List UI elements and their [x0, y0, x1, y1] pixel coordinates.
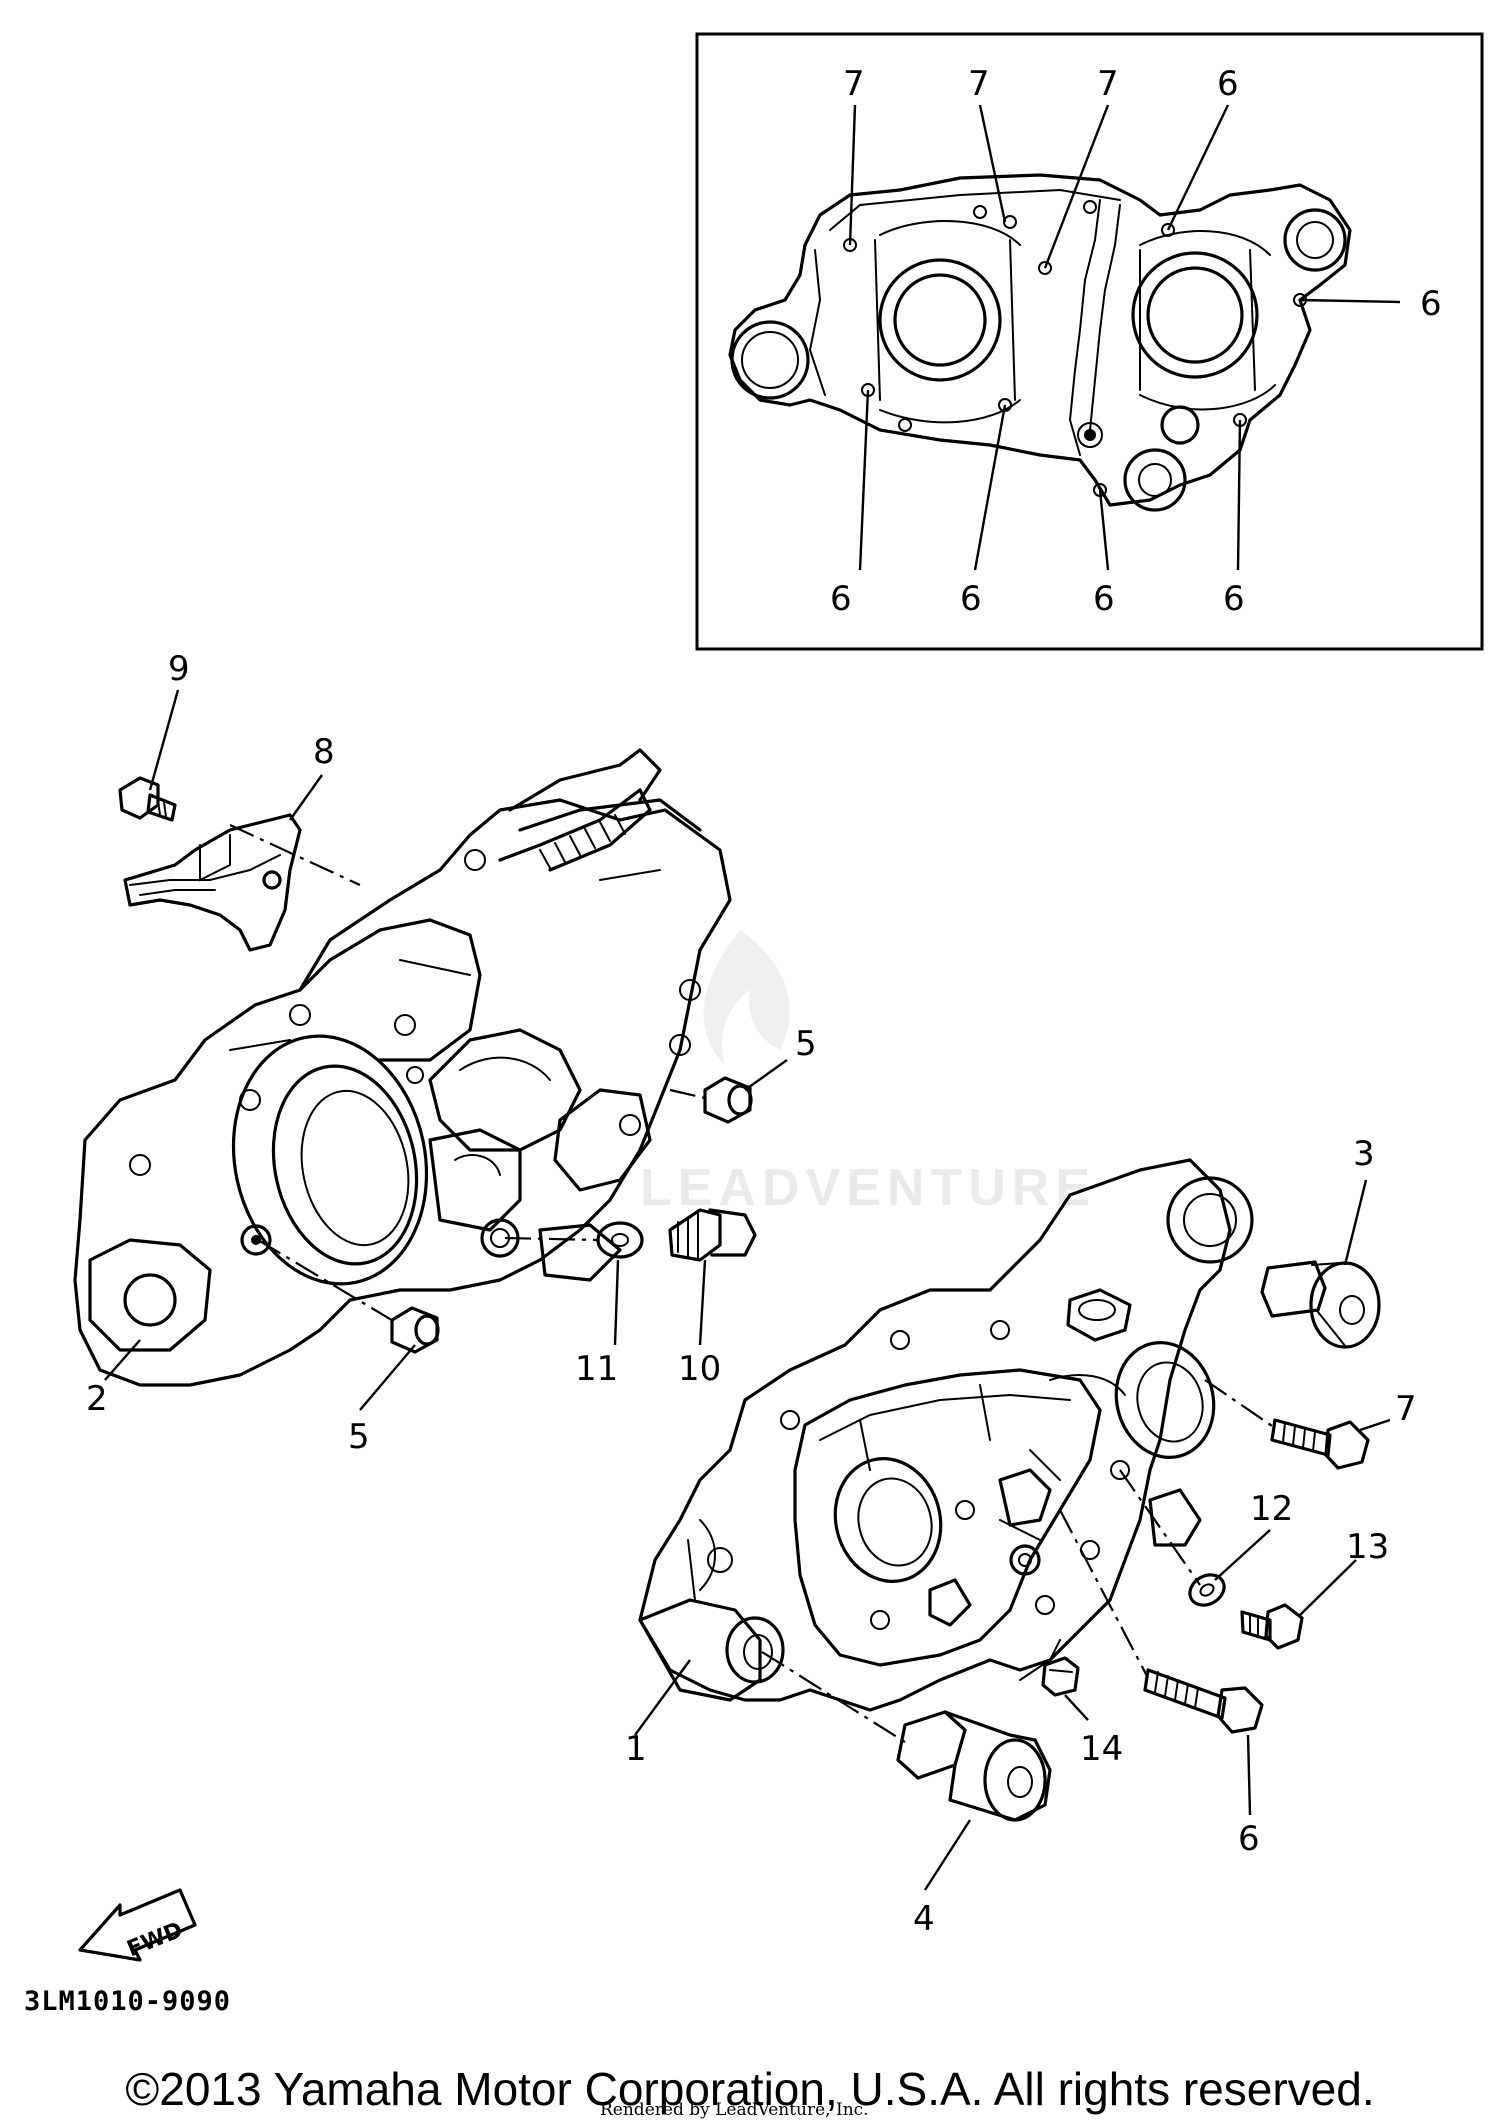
part-3-bushing: [1260, 1260, 1381, 1349]
callout-3: 3: [1353, 1134, 1375, 1174]
callout-4: 4: [913, 1899, 935, 1939]
inset-leaders: [848, 104, 1401, 571]
left-assembly-centerlines: [229, 824, 706, 1323]
callout-14: 14: [1080, 1729, 1123, 1769]
part-12-washer: [1188, 1573, 1226, 1607]
callout-8: 8: [313, 732, 335, 772]
callout-1: 1: [625, 1729, 647, 1769]
right-assembly-centerlines: [761, 1379, 1276, 1743]
rendered-by-note: Rendered by LeadVenture, Inc.: [600, 2100, 869, 2120]
part-6-bolt: [1143, 1668, 1264, 1734]
callout-2: 2: [86, 1379, 108, 1419]
inset-callout-6-b3: 6: [1093, 579, 1115, 619]
callout-5-upper: 5: [795, 1024, 817, 1064]
inset-frame: [695, 32, 1484, 651]
part-7-bolt: [1270, 1418, 1370, 1470]
watermark-text: LEADVENTURE: [640, 1159, 1096, 1217]
callout-10: 10: [678, 1349, 721, 1389]
crankcase-right: [638, 1158, 1254, 1712]
inset-callout-7-a: 7: [843, 64, 865, 104]
drawing-code: 3LM1010-9090: [24, 1986, 232, 2017]
inset-callout-6-b2: 6: [960, 579, 982, 619]
part-5-dowel-lower: [390, 1306, 440, 1354]
leadventure-watermark: LEADVENTURE: [640, 930, 1096, 1217]
crankcase-left: [73, 748, 732, 1387]
callout-11: 11: [575, 1349, 618, 1389]
inset-callout-7-c: 7: [1097, 64, 1119, 104]
part-5-dowel-upper: [703, 1076, 753, 1124]
part-4-bushing: [896, 1710, 1052, 1822]
part-10-plug: [668, 1208, 757, 1262]
inset-box: 7 7 7 6 6 6 6 6 6: [695, 32, 1484, 651]
inset-callout-6-b4: 6: [1223, 579, 1245, 619]
callout-leaders: [104, 689, 1391, 1891]
part-8-bracket: [123, 813, 302, 952]
inset-crankcase: [728, 173, 1352, 512]
copyright-notice: ©2013 Yamaha Motor Corporation, U.S.A. A…: [125, 2063, 1375, 2115]
inset-callout-7-b: 7: [968, 64, 990, 104]
forward-arrow: FWD: [78, 1888, 197, 1963]
fwd-label: FWD: [124, 1918, 187, 1963]
inset-callout-6-b1: 6: [830, 579, 852, 619]
callout-12: 12: [1250, 1489, 1293, 1529]
callout-5-lower: 5: [348, 1417, 370, 1457]
inset-callout-6-right: 6: [1420, 284, 1442, 324]
part-14-plug: [1041, 1656, 1080, 1697]
part-13-bolt: [1240, 1603, 1304, 1650]
part-9-bolt: [118, 776, 177, 822]
callout-9: 9: [168, 649, 190, 689]
callout-7: 7: [1395, 1389, 1417, 1429]
inset-callout-6-top: 6: [1217, 64, 1239, 104]
callout-6: 6: [1238, 1819, 1260, 1859]
callout-13: 13: [1346, 1527, 1389, 1567]
